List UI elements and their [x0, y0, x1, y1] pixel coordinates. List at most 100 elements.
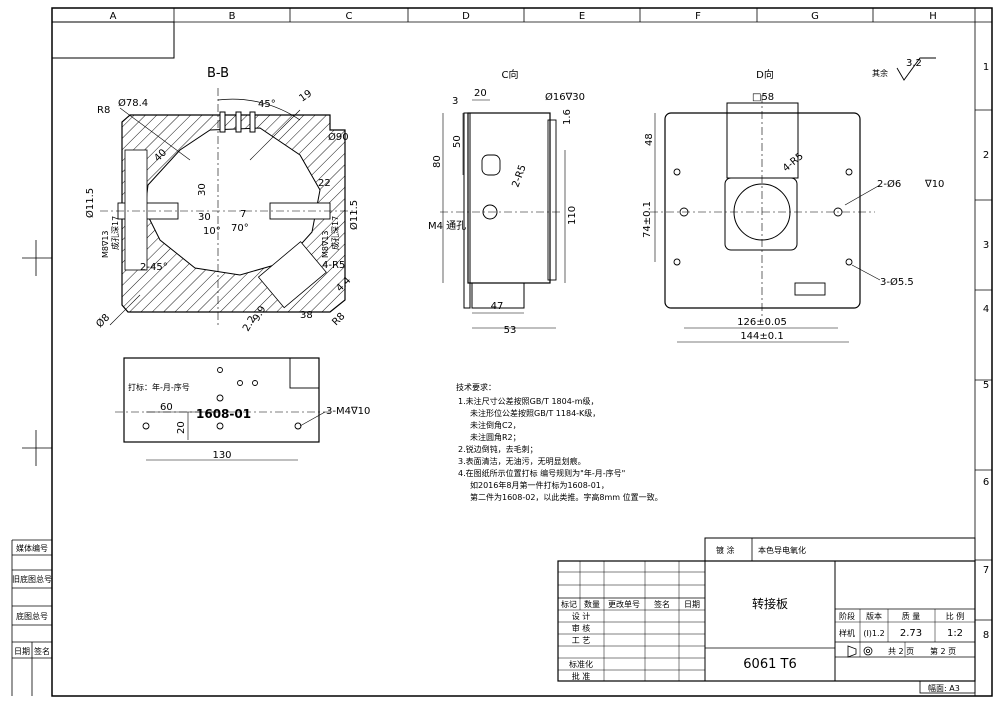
section-cavity — [144, 127, 321, 276]
dim-label: 38 — [300, 310, 313, 321]
dim-label: Ø11.5 — [348, 200, 360, 230]
note-line: 如2016年8月第一件打标为1608-01， — [470, 480, 609, 490]
column-label: C — [346, 11, 353, 22]
side-stamp-labels: 媒体编号 旧底图总号 底图总号 日期 签名 — [12, 543, 52, 656]
dim-label: 成孔深17 — [330, 216, 340, 250]
column-label: H — [929, 11, 937, 22]
dim-label: 20 — [474, 88, 487, 99]
c-dimensions: 3 20 Ø16∇30 1.6 80 50 2-R5 M4 通孔 110 47 … — [428, 88, 585, 336]
view-title: D向 — [756, 68, 774, 81]
grid-header: 比 例 — [946, 611, 965, 621]
surface-roughness-symbol: 其余 3.2 — [872, 57, 936, 81]
dim-label: 53 — [504, 325, 517, 336]
note-line: 1.未注尺寸公差按照GB/T 1804-m级， — [458, 396, 598, 406]
role-label: 工 艺 — [572, 636, 591, 645]
dim-label: 19 — [297, 88, 314, 104]
dim-label: R8 — [330, 311, 347, 328]
role-label: 标准化 — [569, 659, 593, 669]
column-label: A — [110, 11, 117, 22]
note-line: 2.锐边倒钝，去毛刺； — [458, 444, 538, 454]
roughness-check-icon — [896, 57, 936, 81]
change-header: 数量 — [584, 599, 600, 609]
mark-label: 打标：年-月-序号 — [128, 382, 190, 392]
c-right-lip — [547, 119, 557, 281]
row-label: 8 — [983, 630, 989, 641]
column-label: B — [229, 11, 236, 22]
note-line: 未注圆角R2； — [470, 432, 521, 442]
coating-label: 镀 涂 — [716, 545, 735, 555]
dim-label: M8∇13 — [321, 230, 330, 258]
dim-label: 22 — [318, 178, 331, 189]
centering-marks — [22, 240, 52, 466]
column-zone-ticks — [173, 8, 874, 22]
dim-label: M4 通孔 — [428, 220, 466, 232]
d-dimensions: □58 48 4-R5 2-Ø6 ∇10 74±0.1 3-Ø5.5 126±0… — [642, 92, 944, 342]
leader-line — [119, 107, 191, 161]
dim-label: M8∇13 — [101, 230, 110, 258]
bottom-holes — [142, 367, 302, 430]
notes-title: 技术要求： — [456, 382, 496, 392]
sheet-total: 共 2 页 — [888, 647, 914, 656]
dim-label: 130 — [212, 450, 231, 461]
dim-label: 74±0.1 — [642, 201, 653, 238]
projection-symbol-icon — [847, 645, 873, 658]
dim-label: 30 — [197, 183, 208, 196]
title-block — [557, 537, 976, 694]
c-lower-step — [471, 282, 525, 309]
dim-label: 30 — [198, 212, 211, 223]
dim-label: Ø11.5 — [84, 188, 96, 218]
part-name: 转接板 — [752, 596, 788, 611]
row-label: 2 — [983, 150, 989, 161]
mark-text: 1608-01 — [196, 407, 251, 421]
d-body — [664, 112, 861, 309]
row-label: 4 — [983, 304, 989, 315]
row-label: 1 — [983, 62, 989, 73]
scale-value: 1:2 — [947, 628, 963, 639]
section-centerlines — [100, 88, 355, 325]
section-pocket — [257, 241, 327, 309]
bottom-dim-lines — [146, 411, 326, 461]
side-label: 日期 — [14, 647, 30, 656]
role-label: 审 核 — [572, 623, 591, 633]
sheet-format: 幅面: A3 — [928, 683, 960, 693]
column-label: F — [695, 11, 701, 22]
material: 6061 T6 — [743, 657, 796, 672]
dim-label: 110 — [567, 206, 578, 225]
change-header: 标记 — [561, 599, 577, 609]
dim-label: Ø16∇30 — [545, 91, 585, 103]
note-line: 4.在图纸所示位置打标 编号规则为"年-月-序号" — [458, 468, 625, 478]
mass-value: 2.73 — [900, 628, 922, 639]
row-label: 3 — [983, 240, 989, 251]
dim-label: 47 — [491, 301, 504, 312]
role-label: 设 计 — [572, 611, 591, 621]
dim-label: 48 — [644, 133, 655, 146]
dim-label: 10° — [203, 226, 221, 237]
coating-value: 本色导电氧化 — [758, 545, 806, 555]
dim-label: 1.6 — [562, 109, 573, 125]
change-header: 日期 — [684, 600, 700, 609]
note-line: 3.表面清洁，无油污，无明显划痕。 — [458, 456, 586, 466]
dim-label: 7 — [240, 209, 246, 220]
dim-label: 45° — [258, 99, 276, 110]
side-label: 旧底图总号 — [12, 574, 52, 584]
note-line: 未注形位公差按照GB/T 1184-K级， — [470, 408, 600, 418]
row-label: 5 — [983, 380, 989, 391]
grid-header: 质 量 — [902, 611, 921, 621]
dim-label: ∇10 — [924, 179, 944, 190]
column-label: D — [462, 11, 470, 22]
dim-label: □58 — [752, 92, 774, 103]
dim-label: 3-Ø5.5 — [880, 276, 914, 288]
dim-label: 3 — [452, 96, 458, 107]
dim-label: 2-Ø6 — [877, 178, 901, 190]
dim-label: 3-M4∇10 — [326, 406, 370, 417]
bottom-body — [123, 357, 320, 443]
d-holes — [673, 168, 853, 266]
dim-label: 4-R5 — [781, 151, 806, 174]
dim-label: 4-R5 — [322, 260, 345, 271]
column-label: G — [811, 11, 819, 22]
version-value: (I)1.2 — [863, 629, 884, 638]
dim-label: Ø8 — [94, 312, 113, 331]
dim-label: Ø78.4 — [118, 97, 148, 109]
d-centerlines — [650, 95, 875, 320]
